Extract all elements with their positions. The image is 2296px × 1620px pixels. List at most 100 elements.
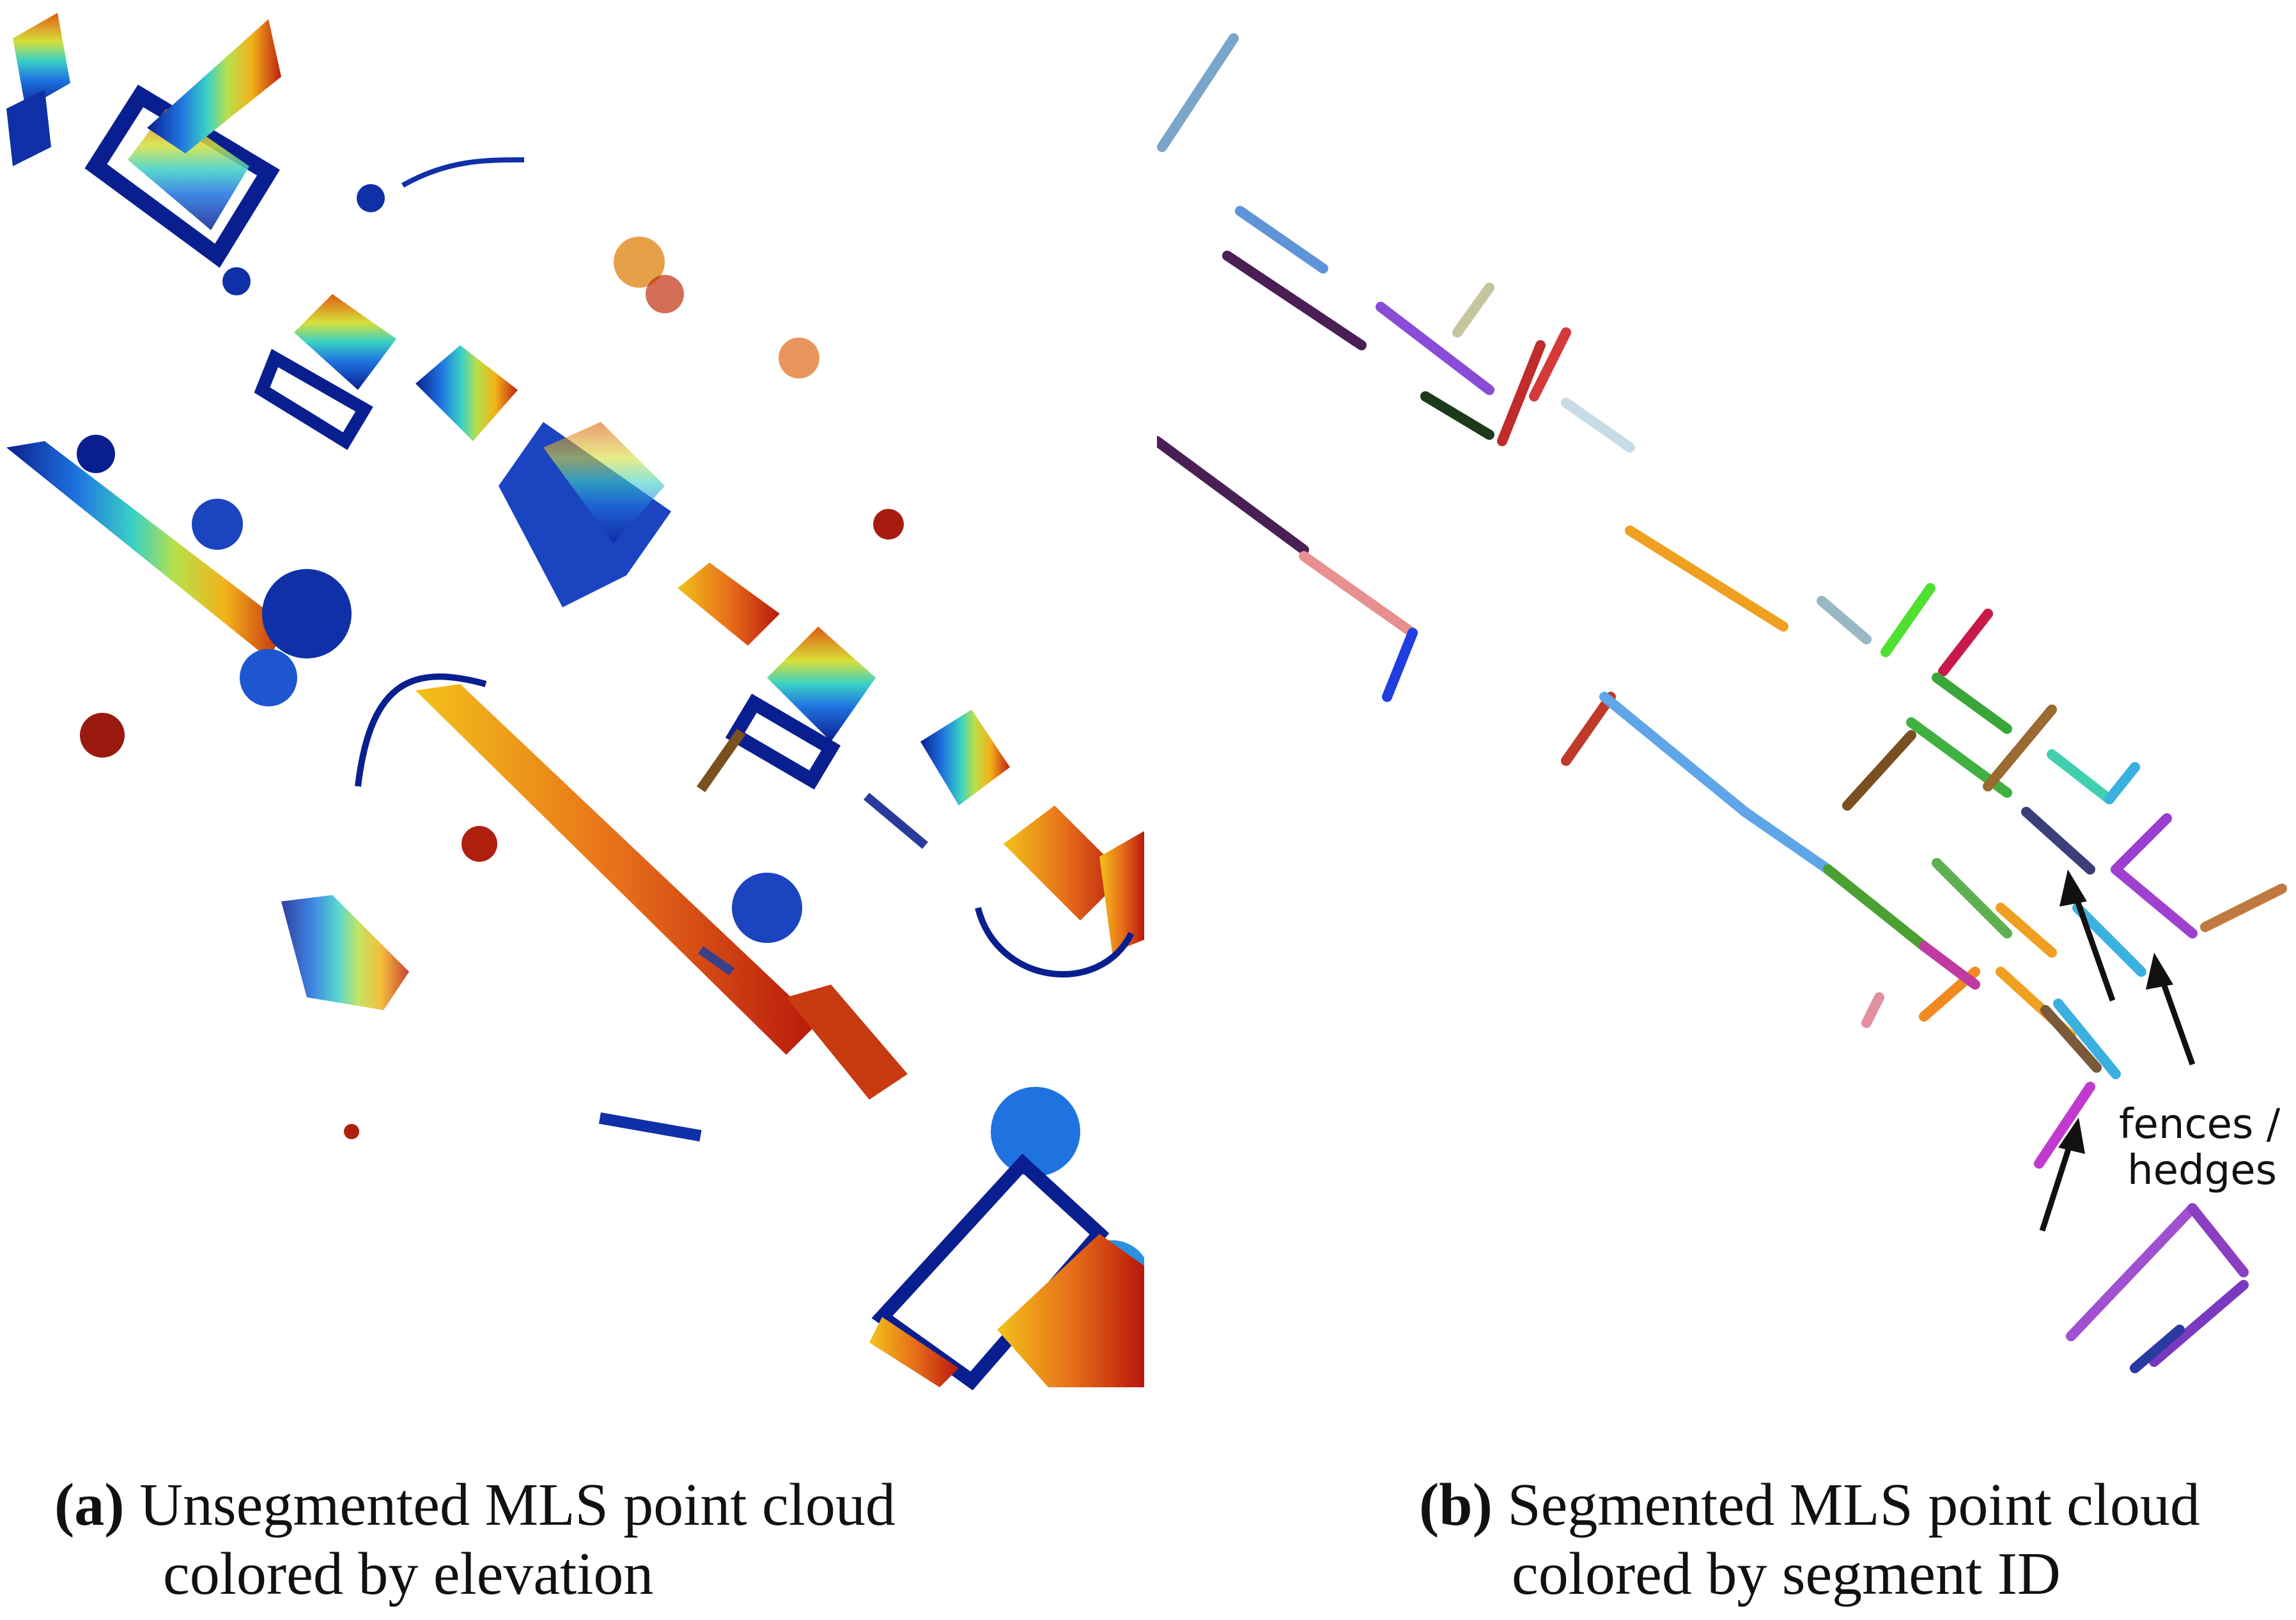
segment: [1938, 609, 1993, 676]
arrow-shaft: [2071, 891, 2116, 1002]
segment: [2034, 1082, 2095, 1169]
building-roof-c: [543, 422, 665, 543]
segment: [1561, 398, 1635, 453]
tree-canopy: [262, 569, 352, 658]
segment: [1823, 864, 1929, 951]
building-roof-e: [767, 627, 876, 742]
building-roof-bottom: [997, 1234, 1144, 1387]
segment: [1529, 327, 1571, 401]
small-structure: [281, 895, 409, 1010]
caption-tag: (a): [54, 1472, 125, 1538]
arrow-head-icon: [2058, 1118, 2085, 1154]
arrow-head-icon: [2146, 953, 2173, 990]
segment: [1376, 302, 1494, 395]
road-curb: [355, 673, 487, 787]
caption-tag: (b): [1419, 1472, 1493, 1538]
building-roof-b: [415, 345, 518, 441]
building-roof-d: [678, 563, 780, 646]
building-block-red: [786, 985, 908, 1100]
tree-canopy: [192, 499, 243, 550]
tree-canopy: [991, 1087, 1080, 1176]
segment: [2021, 807, 2095, 875]
segment: [2111, 864, 2198, 939]
segment: [2187, 1203, 2249, 1277]
building-roof-h: [1099, 831, 1144, 953]
caption-line1: Segmented MLS point cloud: [1507, 1472, 2200, 1538]
road-curb: [401, 157, 525, 188]
ground-fragment: [598, 1112, 702, 1142]
tall-tree: [779, 338, 819, 378]
tall-tree: [462, 826, 497, 862]
tree-canopy: [357, 184, 385, 212]
segment: [2104, 762, 2140, 804]
building-outline-top-left: [84, 84, 280, 268]
caption-line2: colored by segment ID: [1512, 1541, 2061, 1607]
segment: [2066, 1203, 2198, 1341]
segment: [1157, 33, 1239, 152]
segment: [1861, 992, 1884, 1028]
segment: [2149, 1280, 2249, 1367]
segment: [1382, 628, 1418, 702]
segment: [1235, 206, 1328, 274]
tall-tree: [344, 1124, 359, 1139]
segmented-point-cloud-image: fences / hedges: [1157, 0, 2296, 1394]
building-strip-left: [6, 441, 288, 658]
segment: [2072, 903, 2146, 977]
segment: [1157, 436, 1309, 555]
segment: [2040, 1005, 2102, 1073]
segment: [1420, 391, 1494, 440]
elevation-colored-point-cloud: [6, 13, 1144, 1390]
segment: [1299, 551, 1418, 638]
tall-tree: [80, 713, 125, 758]
tall-tree: [614, 237, 665, 288]
fence-fragment: [697, 728, 746, 793]
annotation-label: fences /: [2119, 1101, 2281, 1148]
building-fragment-left: [6, 90, 51, 166]
fence-fragment: [697, 946, 735, 976]
segment: [2130, 1325, 2185, 1373]
arrow-head-icon: [2059, 869, 2087, 907]
building-roof-f: [920, 710, 1010, 806]
caption-b: (b) Segmented MLS point cloud colored by…: [1419, 1470, 2282, 1608]
building-roof-top: [147, 19, 281, 153]
tree-canopy: [732, 873, 802, 943]
building-roof-a: [294, 294, 396, 390]
tall-tree: [646, 275, 684, 313]
segment-colored-point-cloud: fences / hedges: [1157, 33, 2287, 1373]
segment: [2200, 884, 2287, 932]
annotation-arrows: [2039, 869, 2196, 1232]
building-outline-e: [725, 694, 841, 790]
segment: [1817, 596, 1872, 644]
building-roof-g: [1004, 806, 1125, 921]
caption-a: (a) Unsegmented MLS point cloud colored …: [54, 1470, 1077, 1608]
annotation-label: hedges: [2127, 1147, 2277, 1194]
building-corner-top-left: [13, 13, 70, 109]
tall-tree: [873, 509, 904, 540]
building-edge-bottom: [869, 1317, 959, 1387]
segment: [1740, 807, 1833, 875]
arrow-shaft: [2157, 974, 2196, 1066]
road-curb: [975, 907, 1135, 977]
segment: [1842, 730, 1916, 811]
segment: [2047, 749, 2114, 804]
tree-canopy: [222, 267, 251, 295]
building-block-b: [499, 422, 671, 607]
segment: [1222, 251, 1367, 350]
segment: [1932, 858, 2012, 939]
tree-canopy: [240, 649, 297, 706]
unsegmented-point-cloud-image: [0, 0, 1144, 1394]
segment: [1983, 705, 2057, 791]
caption-line2: colored by elevation: [163, 1541, 654, 1607]
building-outline-a: [254, 348, 373, 450]
segment: [1599, 692, 1750, 817]
building-roof-top-left: [128, 109, 249, 230]
segment: [1919, 941, 1980, 990]
segment: [2053, 999, 2121, 1079]
segment: [1932, 673, 2012, 734]
segment: [1625, 526, 1788, 632]
tree-canopy: [77, 435, 115, 473]
segment: [1561, 692, 1616, 766]
segment: [2111, 813, 2172, 875]
fence-fragment: [864, 793, 928, 849]
segment: [1996, 903, 2057, 958]
